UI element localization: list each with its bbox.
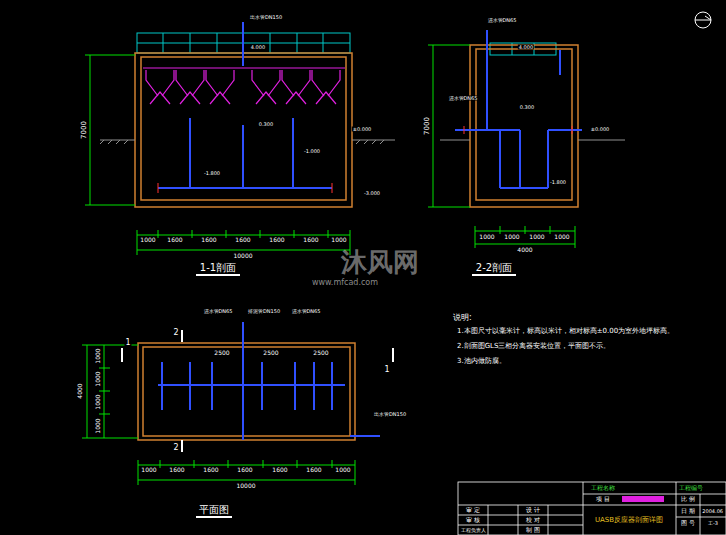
drawing-label: 10000: [232, 253, 253, 259]
drawing-label: 工-3: [707, 521, 719, 526]
drawing-label: 出水管DN150: [373, 412, 407, 417]
drawing-label: 4000: [77, 382, 83, 399]
drawing-label: 日 期: [680, 508, 696, 514]
drawing-label: 进水管DN65: [203, 309, 234, 314]
drawing-label: 1600: [234, 237, 251, 243]
drawing-label: 4.000: [250, 45, 266, 50]
drawing-label: 1600: [168, 467, 185, 473]
drawing-label: 工程名称: [590, 485, 616, 491]
drawing-label: 1000: [95, 347, 101, 364]
drawing-label: 1000: [330, 237, 347, 243]
watermark: 沐风网: [340, 249, 420, 275]
drawing-label: 1600: [302, 237, 319, 243]
drawing-label: 1000: [553, 234, 570, 240]
drawing-label: -1.000: [303, 149, 321, 154]
drawing-label: -1.800: [549, 180, 567, 185]
drawing-label: 进水管DN65: [291, 309, 322, 314]
drawing-label: 1600: [200, 237, 217, 243]
drawing-label: 2-2剖面: [475, 263, 513, 273]
drawing-label: 比 例: [680, 496, 696, 502]
drawing-label: 2500: [213, 350, 230, 356]
drawing-label: 1-1剖面: [199, 263, 237, 273]
drawing-label: 1000: [478, 234, 495, 240]
drawing-label: 说明:: [452, 314, 473, 322]
drawing-label: 0.300: [519, 105, 535, 110]
drawing-label: 1: [383, 366, 390, 374]
drawing-label: 工程编号: [678, 485, 704, 491]
drawing-label: 图 号: [680, 520, 696, 526]
drawing-label: 2.剖面图GLS三相分离器安装位置，平面图不示。: [456, 343, 611, 350]
drawing-label: 7000: [424, 116, 431, 136]
drawing-label: 排泥管DN150: [247, 309, 281, 314]
drawing-label: 1000: [503, 234, 520, 240]
drawing-label: 1600: [236, 467, 253, 473]
drawing-label: 1600: [202, 467, 219, 473]
drawing-label: -1.800: [203, 171, 221, 176]
drawing-label: 1600: [271, 467, 288, 473]
drawing-label: 进水管DN65: [487, 18, 518, 23]
drawing-label: 7000: [81, 120, 88, 140]
drawing-label: -3.000: [363, 191, 381, 196]
drawing-label: 平面图: [198, 505, 230, 515]
drawing-label: 1000: [139, 237, 156, 243]
drawing-label: ±0.000: [352, 127, 373, 132]
drawing-label: 1000: [334, 467, 351, 473]
drawing-label: 2004.06: [701, 509, 724, 514]
drawing-label: 0.300: [258, 122, 274, 127]
drawing-label: 4000: [516, 247, 533, 253]
drawing-label: 1600: [305, 467, 322, 473]
drawing-label: 工程负责人: [460, 528, 487, 533]
drawing-label: 10000: [235, 483, 256, 489]
drawing-label: 1600: [268, 237, 285, 243]
drawing-label: 制 图: [525, 527, 541, 533]
drawing-label: 审 核: [465, 517, 481, 523]
drawing-label: 1000: [140, 467, 157, 473]
drawing-label: 校 对: [525, 517, 541, 523]
drawing-label: ±0.000: [590, 127, 611, 132]
drawing-label: 2500: [312, 350, 329, 356]
drawing-label: 审 定: [465, 507, 481, 513]
drawing-label: 进水管DN65: [448, 96, 479, 101]
drawing-label: 项 目: [595, 496, 611, 502]
drawing-label: 设 计: [525, 507, 541, 513]
drawing-label: 1: [124, 339, 131, 347]
drawing-label: 1600: [166, 237, 183, 243]
drawing-label: 1000: [95, 393, 101, 410]
watermark: www.mfcad.com: [311, 279, 379, 287]
drawing-label: UASB反应器剖面详图: [594, 517, 664, 524]
drawing-label: 2: [172, 444, 179, 452]
drawing-label: 1000: [95, 417, 101, 434]
drawing-label: 出水管DN150: [249, 15, 283, 20]
drawing-label: 1.本图尺寸以毫米计，标高以米计，相对标高±0.00为室外地坪标高。: [456, 328, 675, 335]
drawing-label: 2: [172, 329, 179, 337]
drawing-label: 2500: [262, 350, 279, 356]
drawing-label: 4.000: [518, 45, 534, 50]
drawing-label: 3.池内做防腐。: [456, 358, 507, 365]
drawing-label: 1000: [528, 234, 545, 240]
drawing-label: 1000: [95, 370, 101, 387]
